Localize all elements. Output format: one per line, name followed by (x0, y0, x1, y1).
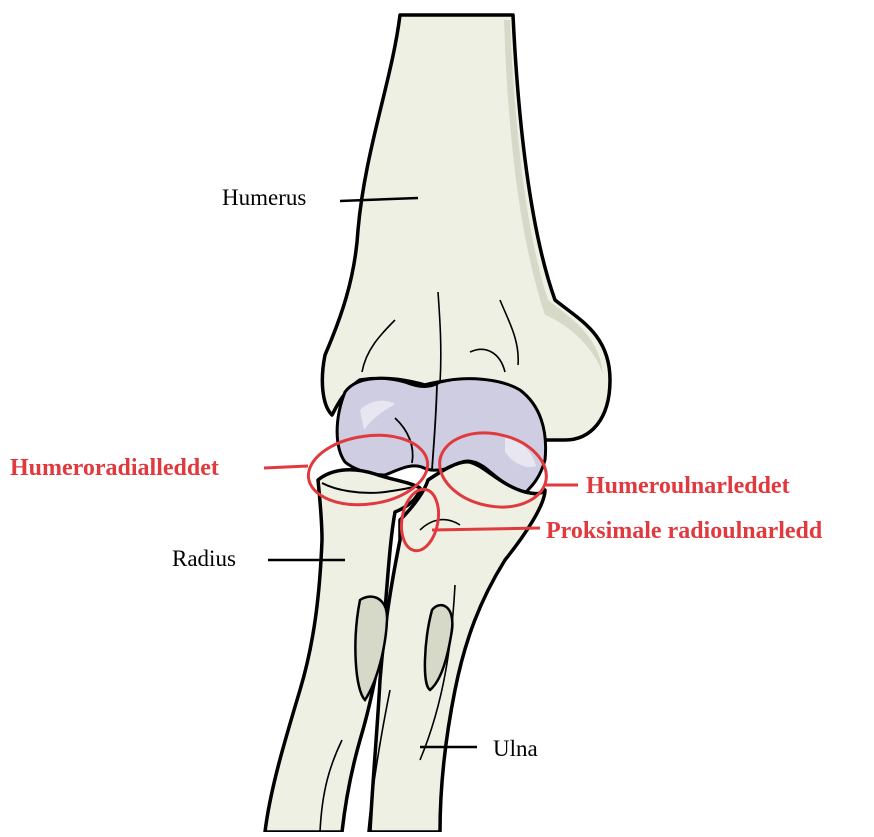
humerus-label: Humerus (222, 186, 306, 209)
proximal-radioulnar-label: Proksimale radioulnarledd (546, 519, 822, 543)
humeroradial-label: Humeroradialleddet (10, 456, 219, 480)
humeroradial-leader (264, 466, 308, 468)
ulna-bone (370, 462, 545, 832)
radius-label: Radius (172, 547, 236, 570)
ulna-label: Ulna (493, 737, 538, 760)
humeroulnar-label: Humeroulnarleddet (586, 474, 790, 498)
proximal-radioulnar-leader (432, 528, 540, 530)
humerus-bone (322, 15, 610, 440)
